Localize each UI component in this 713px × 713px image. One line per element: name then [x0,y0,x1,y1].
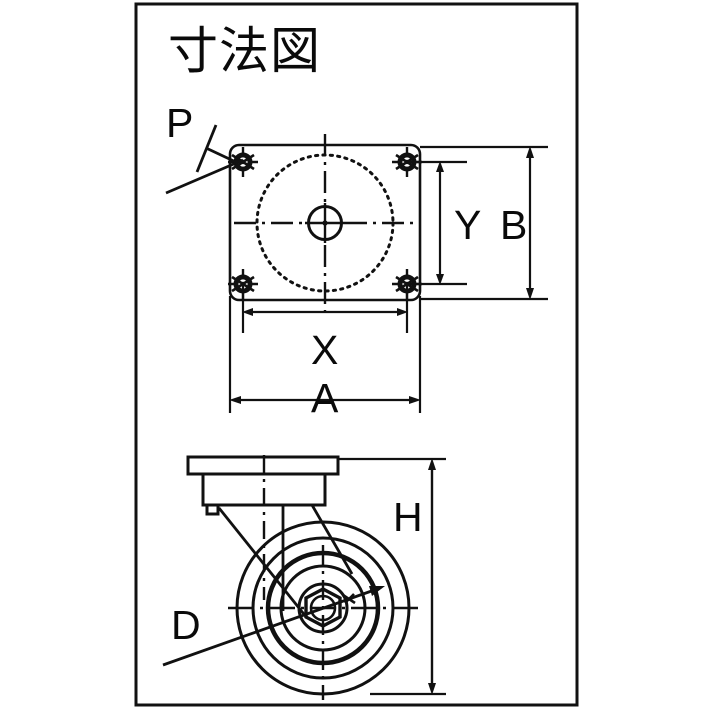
top-plan-view [165,124,548,413]
dimension-label-B: B [500,202,528,248]
fork-leg-left [217,507,309,619]
housing-tab [205,503,220,516]
king-pin-center-dot [322,220,328,226]
bolt-hole-top-left [228,147,258,177]
dimension-label-X: X [311,327,339,373]
dimension-label-H: H [393,494,423,540]
dimension-label-A: A [311,375,339,421]
dimension-Y [407,160,467,286]
side-elevation-view [162,455,446,700]
dimension-leader-P [165,124,244,195]
dimension-H [338,457,446,696]
dimension-B [420,145,548,301]
figure-frame [134,2,579,707]
dimension-label-D: D [171,602,201,648]
dimension-label-P: P [166,100,194,146]
figure-title: 寸法図 [168,22,321,80]
dimension-label-Y: Y [454,202,482,248]
dimension-leader-D [162,586,385,667]
dimension-A [228,296,422,413]
dimension-X [241,284,409,333]
